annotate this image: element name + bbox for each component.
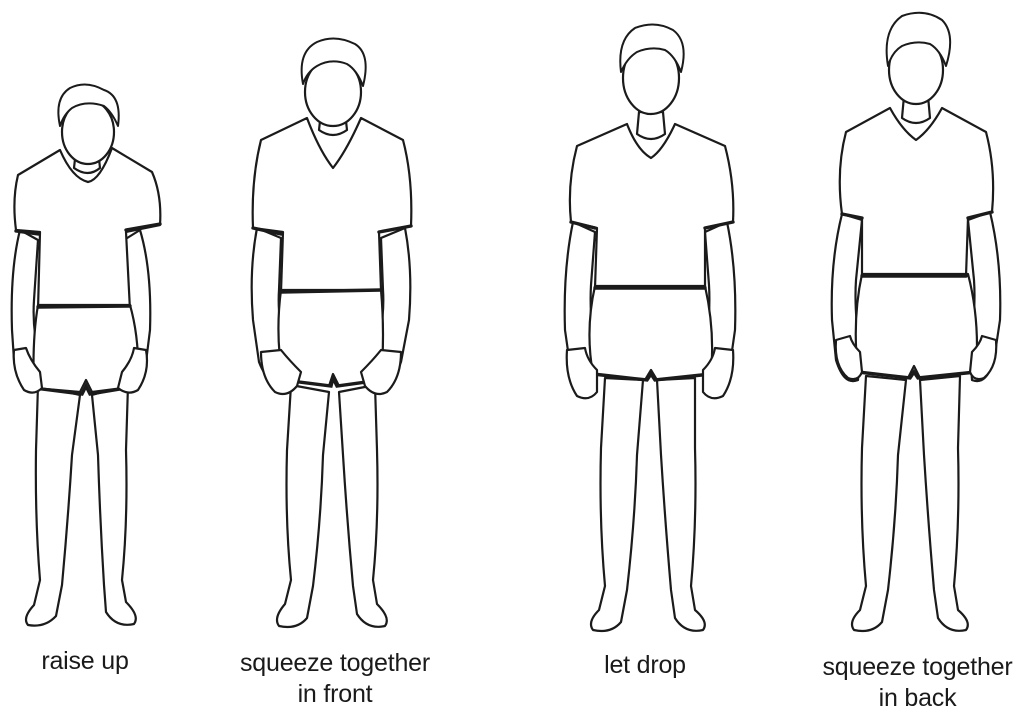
caption-raise-up: raise up <box>0 646 170 677</box>
figure-let-drop <box>555 0 750 640</box>
figure-squeeze-back <box>820 0 1015 640</box>
caption-squeeze-back: squeeze together in back <box>800 652 1035 714</box>
figure-squeeze-front-drawing <box>235 0 430 640</box>
figure-squeeze-back-drawing <box>820 0 1015 640</box>
figure-raise-up <box>0 0 180 640</box>
figure-raise-up-drawing <box>0 0 180 640</box>
caption-let-drop: let drop <box>560 650 730 681</box>
caption-squeeze-front: squeeze together in front <box>215 648 455 710</box>
figure-squeeze-front <box>235 0 430 640</box>
figure-let-drop-drawing <box>555 0 750 640</box>
